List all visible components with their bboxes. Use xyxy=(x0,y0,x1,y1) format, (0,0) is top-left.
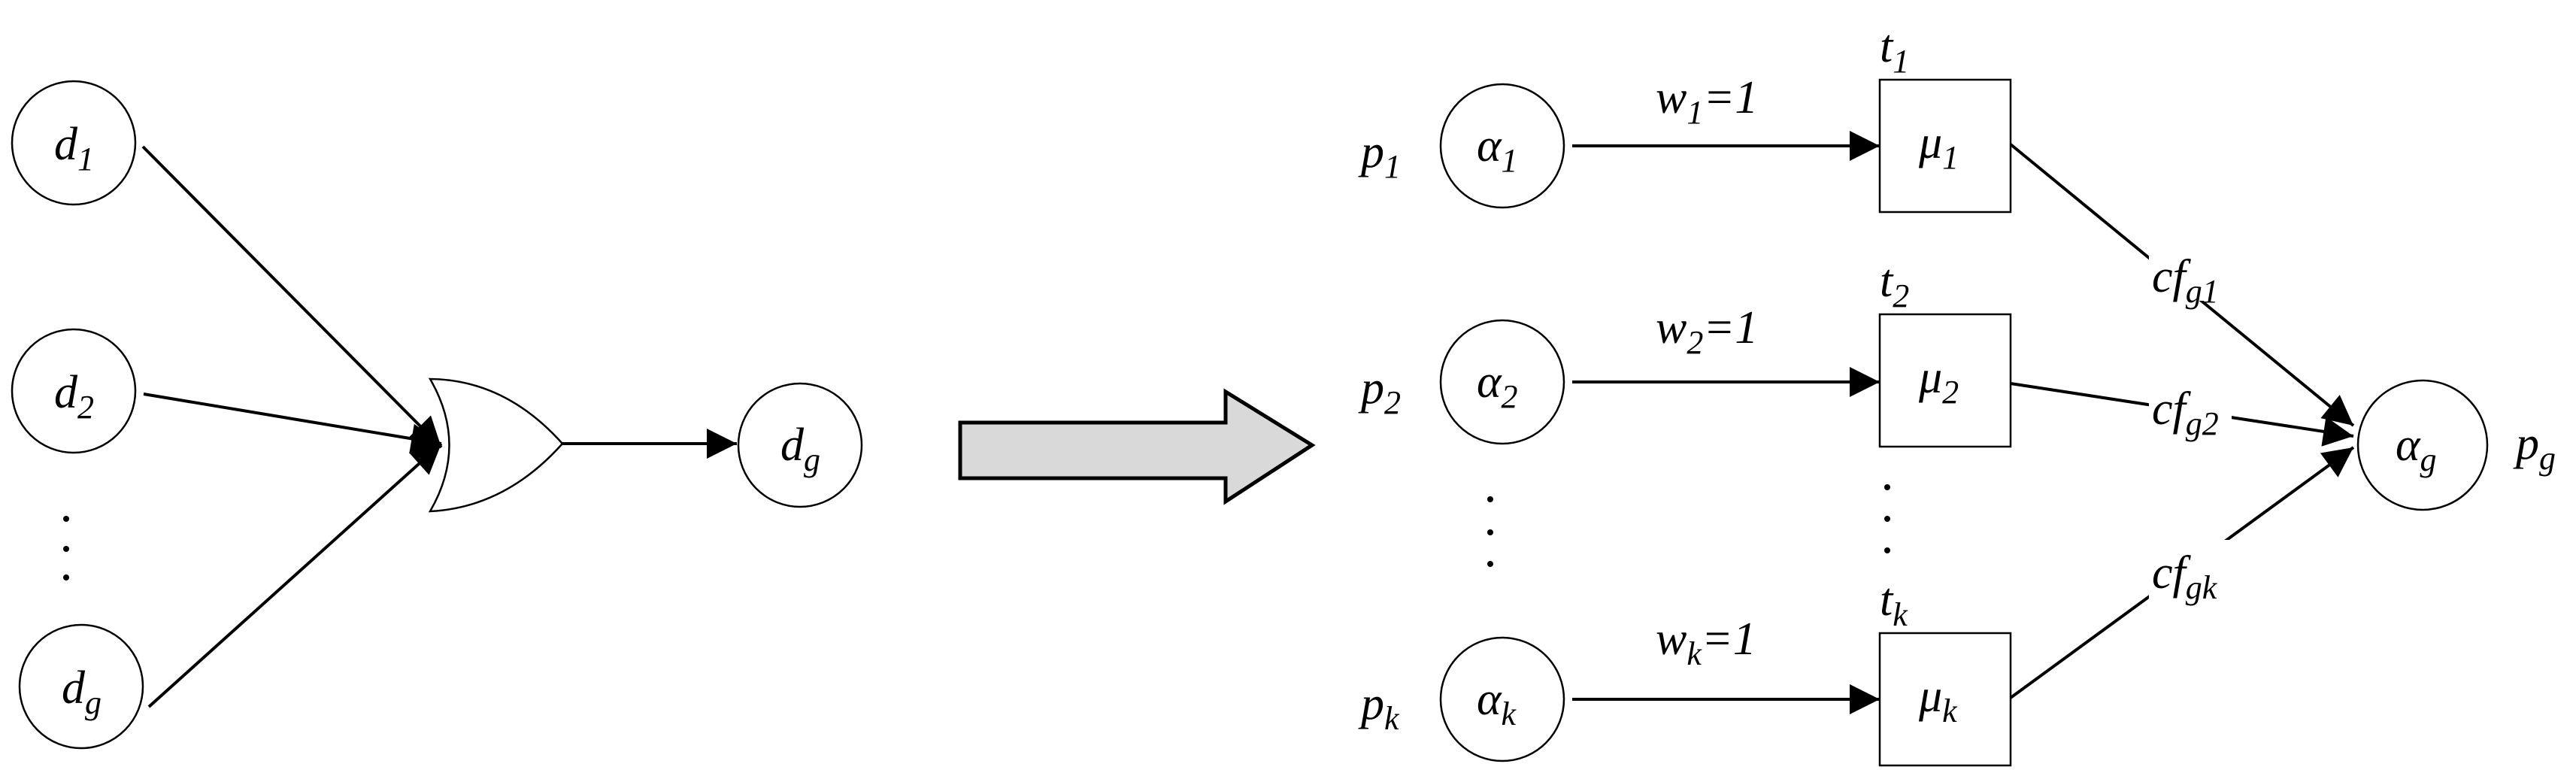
cf-gk: cfgk xyxy=(2152,547,2218,606)
node-d1 xyxy=(11,80,137,206)
token-alpha2: α2 xyxy=(1477,356,1518,415)
place-label-p2: p2 xyxy=(1358,362,1401,421)
left-fault-tree: d1 d2 dg dg xyxy=(11,80,863,750)
place-pg xyxy=(2356,379,2489,511)
node-dg-output xyxy=(737,382,863,508)
label-d2: d2 xyxy=(54,367,94,426)
place-pk xyxy=(1439,636,1565,762)
or-gate-icon xyxy=(428,377,564,513)
transition-t2 xyxy=(1878,313,2012,448)
vertical-ellipsis-places xyxy=(1487,496,1493,567)
edge-dg-gate xyxy=(147,442,443,708)
right-petri-net: p1 α1 w1=1 t1 μ1 p2 α2 w2=1 t2 μ2 pk αk xyxy=(1358,21,2556,767)
label-dg-input: dg xyxy=(62,662,102,721)
weight-w2: w2=1 xyxy=(1656,302,1758,361)
transition-label-t1: t1 xyxy=(1880,21,1909,80)
mu-1: μ1 xyxy=(1918,117,1959,176)
token-alphak: αk xyxy=(1477,674,1517,732)
block-arrow-right-icon xyxy=(958,388,1316,505)
transition-label-tk: tk xyxy=(1880,574,1908,633)
token-alpha1: α1 xyxy=(1477,120,1518,179)
place-p1 xyxy=(1439,83,1565,209)
edge-d2-gate xyxy=(143,393,442,454)
vertical-ellipsis xyxy=(63,516,69,580)
label-d1: d1 xyxy=(54,119,94,177)
label-dg-output: dg xyxy=(780,420,820,478)
place-label-p1: p1 xyxy=(1358,126,1401,185)
node-d2 xyxy=(11,328,137,454)
token-alphag: αg xyxy=(2396,420,2437,478)
node-dg-input xyxy=(18,623,144,750)
edge-d1-gate xyxy=(141,145,443,449)
place-label-pg: pg xyxy=(2513,418,2556,477)
cf-g1-bg xyxy=(2149,241,2232,301)
cf-g2: cfg2 xyxy=(2152,383,2219,442)
cf-g2-bg xyxy=(2149,382,2232,442)
weight-w1: w1=1 xyxy=(1656,72,1758,131)
mu-2: μ2 xyxy=(1918,352,1959,411)
cf-gk-bg xyxy=(2149,540,2232,600)
place-p2 xyxy=(1439,319,1565,445)
place-label-pk: pk xyxy=(1358,678,1400,737)
transition-tk xyxy=(1878,632,2012,767)
mu-k: μk xyxy=(1918,671,1958,729)
cf-g1: cfg1 xyxy=(2152,251,2219,310)
transition-label-t2: t2 xyxy=(1880,256,1909,314)
vertical-ellipsis-transitions xyxy=(1884,484,1890,553)
weight-wk: wk=1 xyxy=(1656,614,1756,672)
